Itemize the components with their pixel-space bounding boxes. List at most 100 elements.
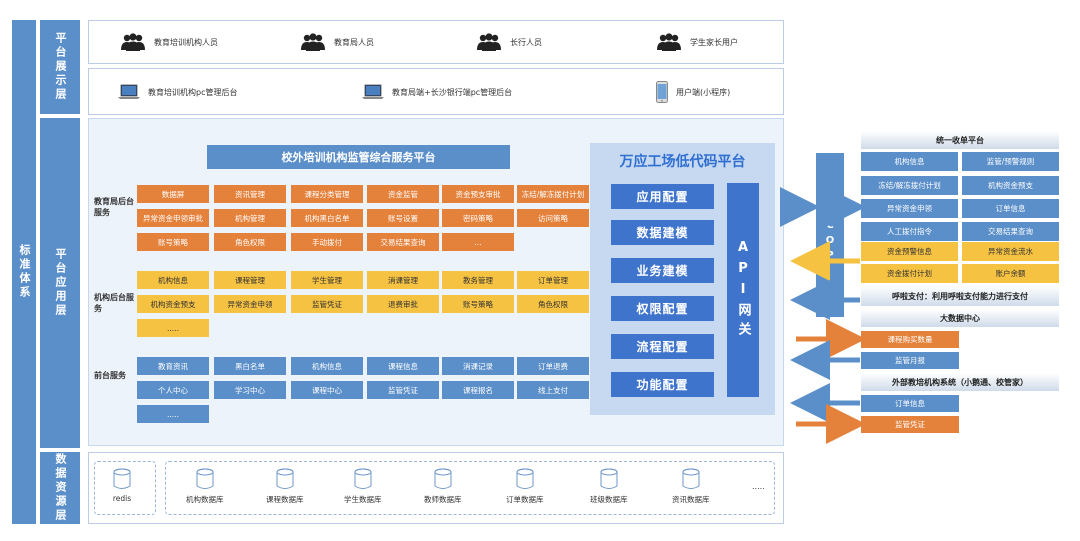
redis-db: redis	[112, 468, 132, 503]
institution-item-r0-c0: 机构信息	[137, 271, 209, 289]
external-item-0: 订单信息	[861, 395, 959, 412]
standard-system-bar: 标准体系	[12, 20, 36, 524]
edu-bureau-item-r2-c3: 交易结果查询	[367, 233, 439, 251]
edu-bureau-label: 教育局后台服务	[94, 197, 134, 217]
db-group-box	[165, 461, 775, 515]
database-icon	[275, 468, 295, 490]
unified-item-7: 交易结果查询	[962, 222, 1059, 241]
edu-bureau-item-r0-c5: 冻结/解冻拨付计划	[517, 185, 589, 203]
database-icon	[515, 468, 535, 490]
unified-item-1: 监管/预警规则	[962, 152, 1059, 171]
config-item-1: 数据建模	[611, 220, 714, 245]
edu-bureau-item-r0-c3: 资金监管	[367, 185, 439, 203]
user-role-1: 教育局人员	[298, 32, 374, 52]
edu-bureau-item-r1-c3: 账号设置	[367, 209, 439, 227]
api-gateway: API网关	[727, 183, 759, 397]
unified-item-9: 异常资金流水	[962, 242, 1059, 261]
database-3: 教师数据库	[424, 468, 462, 505]
laptop-icon	[118, 84, 140, 100]
users-icon	[474, 33, 504, 51]
clients-row	[88, 68, 784, 115]
institution-item-r1-c4: 账号策略	[442, 295, 514, 313]
config-item-3: 权限配置	[611, 296, 714, 321]
user-role-3: 学生家长用户	[654, 32, 738, 52]
database-icon	[599, 468, 619, 490]
frontend-item-r1-c3: 监管凭证	[367, 381, 439, 399]
unified-item-0: 机构信息	[861, 152, 958, 171]
config-item-4: 流程配置	[611, 334, 714, 359]
platform-title: 校外培训机构监管综合服务平台	[207, 145, 510, 169]
database-label: 资讯数据库	[672, 495, 710, 504]
edu-bureau-item-r1-c2: 机构黑白名单	[291, 209, 363, 227]
edu-bureau-item-r2-c2: 手动拨付	[291, 233, 363, 251]
institution-item-r0-c3: 消课管理	[367, 271, 439, 289]
frontend-item-r0-c0: 教育资讯	[137, 357, 209, 375]
unified-item-3: 机构资金预支	[962, 176, 1059, 195]
api-gateway-text: API网关	[735, 239, 751, 341]
unified-item-4: 异常资金申领	[861, 199, 958, 218]
institution-item-r0-c4: 教务管理	[442, 271, 514, 289]
database-icon	[353, 468, 373, 490]
database-label: 学生数据库	[344, 495, 382, 504]
unified-item-11: 账户余额	[962, 264, 1059, 283]
frontend-item-r0-c3: 课程信息	[367, 357, 439, 375]
unified-item-10: 资金拨付计划	[861, 264, 958, 283]
institution-label: 机构后台服务	[94, 293, 134, 313]
edu-bureau-item-r1-c1: 机构管理	[214, 209, 286, 227]
institution-item-r1-c3: 退费审批	[367, 295, 439, 313]
frontend-item-r1-c0: 个人中心	[137, 381, 209, 399]
icop-text: ICOP	[824, 205, 836, 265]
edu-bureau-item-r0-c0: 数据屏	[137, 185, 209, 203]
user-role-label: 长行人员	[510, 37, 542, 47]
display-layer-label: 平台展示层	[40, 20, 80, 114]
user-role-2: 长行人员	[474, 32, 542, 52]
database-5: 班级数据库	[590, 468, 628, 505]
edu-bureau-item-r2-c4: ...	[442, 233, 514, 251]
icop-bar: ICOP	[816, 153, 844, 317]
frontend-item-r0-c2: 机构信息	[291, 357, 363, 375]
laptop-icon	[362, 84, 384, 100]
institution-item-r2-c0: .....	[137, 319, 209, 337]
frontend-item-r1-c2: 课程中心	[291, 381, 363, 399]
redis-box	[94, 461, 156, 515]
phone-icon	[656, 81, 668, 103]
institution-item-r0-c5: 订单管理	[517, 271, 589, 289]
db-more: .....	[752, 482, 765, 491]
edu-bureau-item-r0-c4: 资金预支审批	[442, 185, 514, 203]
database-0: 机构数据库	[186, 468, 224, 505]
edu-bureau-item-r1-c4: 密码策略	[442, 209, 514, 227]
client-label: 用户端(小程序)	[676, 87, 731, 97]
user-role-label: 学生家长用户	[690, 37, 738, 47]
database-label: 班级数据库	[590, 495, 628, 504]
database-2: 学生数据库	[344, 468, 382, 505]
database-label: 订单数据库	[506, 495, 544, 504]
institution-item-r1-c1: 异常资金申领	[214, 295, 286, 313]
institution-item-r0-c1: 课程管理	[214, 271, 286, 289]
client-0: 教育培训机构pc管理后台	[118, 80, 237, 104]
big-data-item-1: 监管月报	[861, 352, 959, 369]
users-icon	[118, 33, 148, 51]
user-role-label: 教育局人员	[334, 37, 374, 47]
database-4: 订单数据库	[506, 468, 544, 505]
user-role-0: 教育培训机构人员	[118, 32, 218, 52]
unified-item-2: 冻结/解冻拨付计划	[861, 176, 958, 195]
edu-bureau-item-r2-c0: 账号策略	[137, 233, 209, 251]
big-data-title: 大数据中心	[861, 309, 1059, 327]
unified-item-8: 资金预警信息	[861, 242, 958, 261]
frontend-label: 前台服务	[94, 371, 126, 380]
users-icon	[654, 33, 684, 51]
user-role-label: 教育培训机构人员	[154, 37, 218, 47]
frontend-item-r0-c5: 订单退费	[517, 357, 589, 375]
edu-bureau-item-r1-c0: 异常资金申领审批	[137, 209, 209, 227]
redis-label: redis	[112, 494, 132, 503]
institution-item-r0-c2: 学生管理	[291, 271, 363, 289]
database-icon	[195, 468, 215, 490]
frontend-item-r0-c4: 消课记录	[442, 357, 514, 375]
frontend-item-r1-c1: 学习中心	[214, 381, 286, 399]
lowcode-title: 万应工场低代码平台	[619, 154, 746, 170]
edu-bureau-item-r0-c1: 资讯管理	[214, 185, 286, 203]
database-icon	[433, 468, 453, 490]
config-item-0: 应用配置	[611, 184, 714, 209]
frontend-item-r1-c5: 线上支付	[517, 381, 589, 399]
external-title: 外部教培机构系统（小鹅通、校管家）	[861, 373, 1059, 391]
